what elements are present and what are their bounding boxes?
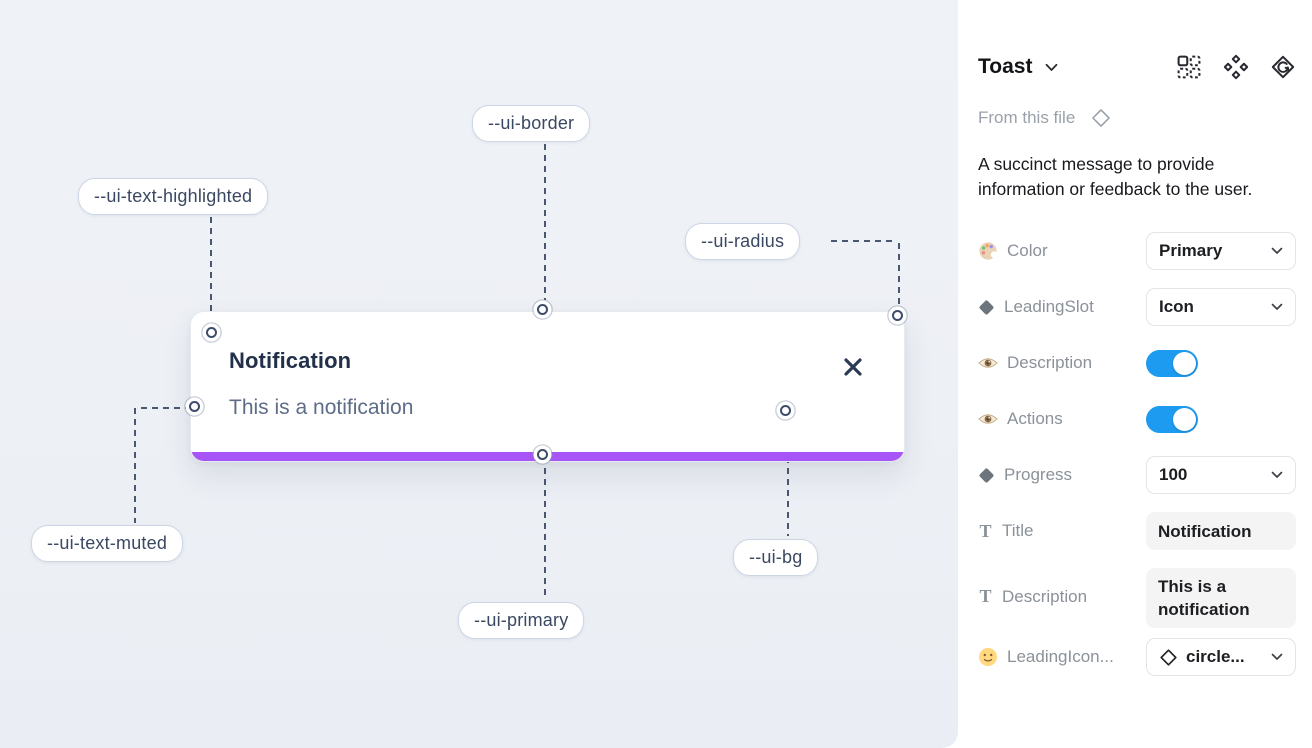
toast-title: Notification xyxy=(229,348,352,373)
connector-line-ui-border xyxy=(544,144,546,300)
toast-description: This is a notification xyxy=(229,396,414,419)
connector-dot-ui-bg xyxy=(780,405,791,416)
title-field[interactable]: Notification xyxy=(1146,512,1296,550)
toggle-knob xyxy=(1173,351,1196,375)
component-preview-canvas: Notification This is a notification --ui… xyxy=(0,0,958,748)
chevron-down-icon xyxy=(1271,303,1283,310)
property-label: LeadingSlot xyxy=(978,297,1094,317)
connector-dot-ui-radius xyxy=(892,310,903,321)
component-description: A succinct message to provide informatio… xyxy=(978,154,1253,199)
connector-line-ui-radius xyxy=(831,240,895,242)
select-value: Primary xyxy=(1159,241,1223,260)
connector-line-ui-text-highlighted xyxy=(210,217,212,323)
description-field[interactable]: This is a notification xyxy=(1146,568,1296,628)
select-value: Icon xyxy=(1159,297,1194,316)
property-label: LeadingIcon... xyxy=(978,647,1114,667)
property-row-leadingicon: LeadingIcon... circle... xyxy=(978,638,1296,676)
property-name: Progress xyxy=(1004,465,1073,484)
property-name: Color xyxy=(1007,241,1048,260)
property-label: T Description xyxy=(978,586,1087,607)
property-label: Actions xyxy=(978,409,1063,429)
property-row-color: Color Primary xyxy=(978,232,1296,270)
connector-line-ui-text-muted xyxy=(134,408,136,523)
actions-toggle[interactable] xyxy=(1146,405,1198,433)
callout-ui-border: --ui-border xyxy=(472,105,591,142)
smiley-icon xyxy=(979,648,997,666)
callout-ui-bg: --ui-bg xyxy=(733,539,819,576)
connector-dot-ui-text-muted xyxy=(189,401,200,412)
eye-icon xyxy=(978,414,998,424)
connector-dot-ui-text-highlighted xyxy=(206,327,217,338)
chevron-down-icon xyxy=(1046,63,1058,71)
chevron-down-icon xyxy=(1271,471,1283,478)
property-label: Color xyxy=(978,241,1048,261)
property-name: Description xyxy=(1002,586,1088,606)
property-name: LeadingIcon... xyxy=(1007,647,1114,666)
callout-ui-text-muted: --ui-text-muted xyxy=(31,525,184,562)
progress-select[interactable]: 100 xyxy=(1146,456,1296,494)
property-row-actions-toggle: Actions xyxy=(978,400,1296,438)
property-row-description-toggle: Description xyxy=(978,344,1296,382)
chevron-down-icon xyxy=(1271,653,1283,660)
component-icon[interactable] xyxy=(1223,54,1249,80)
leadingslot-select[interactable]: Icon xyxy=(1146,288,1296,326)
callout-ui-radius: --ui-radius xyxy=(685,223,801,260)
connector-line-ui-text-muted xyxy=(141,407,186,409)
header-icons xyxy=(1176,54,1296,80)
close-icon[interactable] xyxy=(842,356,864,378)
connector-line-ui-primary xyxy=(544,468,546,599)
property-name: Actions xyxy=(1007,409,1063,428)
panel-title: Toast xyxy=(978,55,1033,78)
eye-icon xyxy=(978,358,998,368)
property-name: Title xyxy=(1002,521,1034,540)
chevron-down-icon xyxy=(1271,247,1283,254)
color-select[interactable]: Primary xyxy=(1146,232,1296,270)
toggle-knob xyxy=(1173,407,1196,431)
leadingicon-select[interactable]: circle... xyxy=(1146,638,1296,676)
component-selector[interactable]: Toast xyxy=(978,55,1058,79)
source-row: From this file xyxy=(978,107,1296,129)
property-label: Description xyxy=(978,353,1092,373)
property-label: T Title xyxy=(978,520,1034,542)
text-icon: T xyxy=(979,520,992,541)
text-icon: T xyxy=(979,586,992,606)
swap-instance-icon[interactable] xyxy=(1270,54,1296,80)
connector-dot-ui-primary xyxy=(537,449,548,460)
diamond-outline-icon xyxy=(1092,109,1111,127)
description-toggle[interactable] xyxy=(1146,349,1198,377)
diamond-outline-icon xyxy=(1160,648,1177,666)
palette-icon xyxy=(979,242,998,260)
source-label: From this file xyxy=(978,108,1076,127)
select-value: circle... xyxy=(1186,647,1245,666)
property-row-leadingslot: LeadingSlot Icon xyxy=(978,288,1296,326)
property-name: Description xyxy=(1007,353,1093,372)
diamond-icon xyxy=(978,467,995,483)
property-row-title: T Title Notification xyxy=(978,512,1296,550)
panel-header: Toast xyxy=(978,54,1296,80)
callout-ui-primary: --ui-primary xyxy=(458,602,585,639)
property-row-description-text: T Description This is a notification xyxy=(978,568,1296,628)
property-name: LeadingSlot xyxy=(1004,297,1094,316)
inspector-panel: Toast From xyxy=(958,0,1312,748)
connector-line-ui-bg xyxy=(787,424,789,536)
select-value: 100 xyxy=(1159,465,1188,484)
toast-component: Notification This is a notification xyxy=(190,311,905,462)
property-label: Progress xyxy=(978,465,1072,485)
connector-line-ui-radius xyxy=(898,243,900,306)
connector-dot-ui-border xyxy=(537,304,548,315)
property-list: Color Primary LeadingSlot Icon xyxy=(978,232,1296,676)
property-row-progress: Progress 100 xyxy=(978,456,1296,494)
diamond-icon xyxy=(978,299,995,315)
component-grid-icon[interactable] xyxy=(1176,54,1202,80)
callout-ui-text-highlighted: --ui-text-highlighted xyxy=(78,178,269,215)
